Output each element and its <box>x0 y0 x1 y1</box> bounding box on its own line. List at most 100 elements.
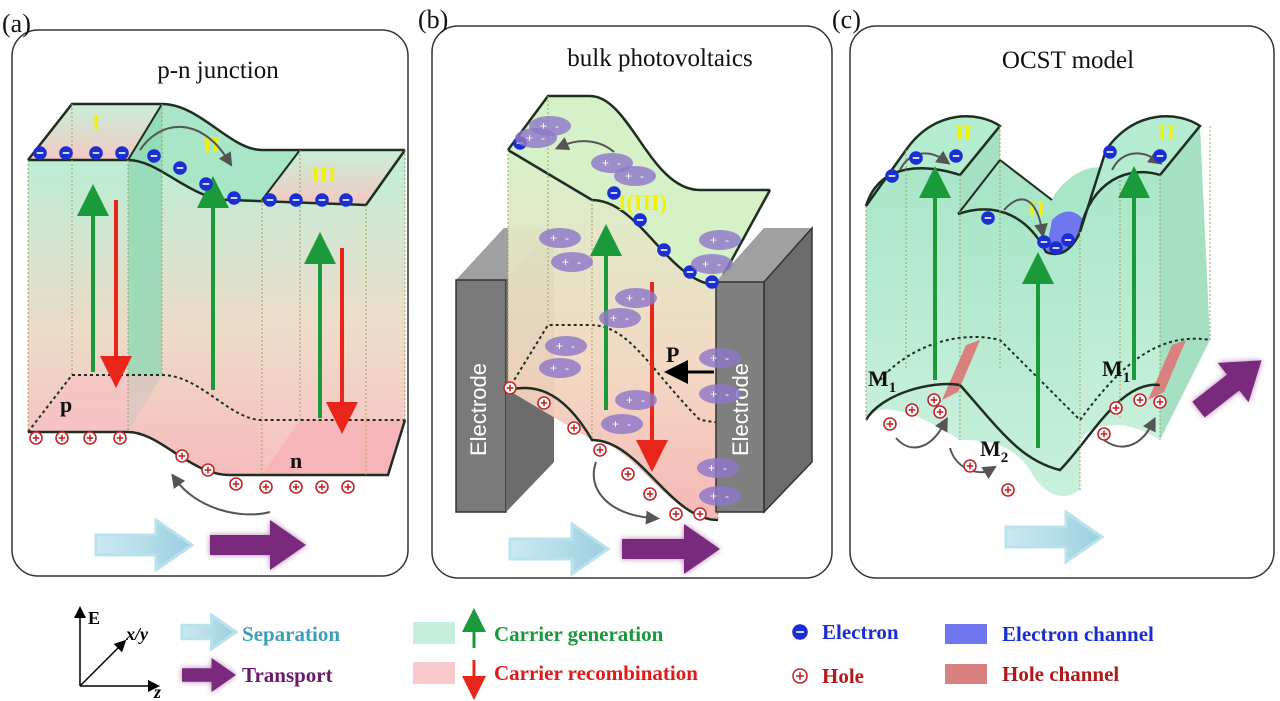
polarization-domain: +- <box>699 486 741 506</box>
polarization-domain: +- <box>699 384 741 404</box>
hole-symbol <box>1109 401 1123 415</box>
hole-symbol <box>593 443 607 457</box>
svg-text:-: - <box>627 417 631 431</box>
legend-electron-channel-swatch <box>945 624 987 644</box>
separation-arrow <box>180 612 239 652</box>
legend-recombination-label: Carrier recombination <box>494 661 698 685</box>
hole-transfer-arrow <box>592 461 660 525</box>
electron-symbol <box>705 275 719 289</box>
region-label-ii: II <box>1028 196 1045 221</box>
hole-symbol <box>259 480 273 494</box>
region-label-ii: II <box>955 120 972 145</box>
hole-symbol <box>83 431 97 445</box>
svg-text:-: - <box>571 339 575 353</box>
m1-label-right: M1 <box>1102 356 1130 386</box>
svg-text:-: - <box>725 351 729 365</box>
electron-symbol <box>949 149 963 163</box>
legend-generation-label: Carrier generation <box>494 622 664 646</box>
panel-b-label: (b) <box>418 5 448 34</box>
electron-symbol <box>981 211 995 225</box>
svg-text:-: - <box>723 461 727 475</box>
hole-symbol <box>1133 393 1147 407</box>
polarization-label: P <box>666 342 679 367</box>
polarization-domain: +- <box>515 128 557 148</box>
svg-text:+: + <box>710 351 717 365</box>
legend-generation-swatch <box>413 622 455 644</box>
electron-symbol <box>263 193 277 207</box>
polarization-domain: +- <box>539 358 581 378</box>
electron-transfer-arrow <box>1111 150 1163 171</box>
legend-hole-label: Hole <box>822 664 864 688</box>
band-top-right <box>262 150 405 205</box>
legend-electron-label: Electron <box>822 620 899 644</box>
p-region-label: p <box>60 392 72 417</box>
svg-text:-: - <box>640 169 644 183</box>
electron-symbol <box>147 149 161 163</box>
electron-symbol <box>199 177 213 191</box>
region-label-i: I <box>92 110 101 135</box>
legend: E x/y z Separation Transport Carrier gen… <box>74 606 1154 701</box>
svg-text:+: + <box>602 156 609 170</box>
electron-symbol <box>173 161 187 175</box>
hole-symbol <box>201 463 215 477</box>
region-label-ii: II <box>1158 120 1175 145</box>
axis-e-label: E <box>88 608 100 628</box>
hole-symbol <box>229 477 243 491</box>
electron-symbol <box>885 169 899 183</box>
polarization-domain: +- <box>699 348 741 368</box>
svg-text:-: - <box>717 257 721 271</box>
polarization-domain: +- <box>601 414 643 434</box>
svg-text:+: + <box>710 489 717 503</box>
electron-symbol <box>657 243 671 257</box>
m1-label-left: M1 <box>868 366 896 396</box>
electron-symbol <box>683 265 697 279</box>
electron-symbol <box>89 146 103 160</box>
legend-transport-label: Transport <box>242 663 333 687</box>
band-edges <box>127 103 301 201</box>
hole-symbol <box>567 421 581 435</box>
axis-z-label: z <box>153 682 161 701</box>
band-vertical-edges <box>507 96 719 520</box>
svg-text:+: + <box>625 169 632 183</box>
hole-symbol <box>289 480 303 494</box>
separation-arrow <box>1004 509 1105 565</box>
svg-text:-: - <box>725 489 729 503</box>
panel-a: (a) p-n junction I II III p n <box>2 9 409 577</box>
panel-a-title: p-n junction <box>157 57 279 84</box>
electron-transfer-arrow <box>139 125 233 167</box>
svg-text:+: + <box>610 311 617 325</box>
hole-symbol <box>315 480 329 494</box>
band-bottom-outline <box>507 386 719 522</box>
electron-symbol <box>1049 241 1063 255</box>
electron-symbol <box>909 151 923 165</box>
hole-symbol <box>905 403 919 417</box>
svg-text:-: - <box>641 291 645 305</box>
transport-arrow <box>622 524 720 574</box>
svg-text:-: - <box>565 231 569 245</box>
polarization-domain: +- <box>699 230 741 250</box>
electron-symbol <box>115 146 129 160</box>
svg-text:-: - <box>625 311 629 325</box>
polarization-domain: +- <box>591 153 633 173</box>
electron-symbol <box>59 146 73 160</box>
polarization-domain: +- <box>539 228 581 248</box>
electron-symbol <box>339 193 353 207</box>
hole-symbol <box>1001 483 1015 497</box>
panel-a-label: (a) <box>2 9 31 38</box>
hole-symbol <box>503 381 517 395</box>
legend-hole-channel-label: Hole channel <box>1002 662 1119 686</box>
electrode-left-label: Electrode <box>466 363 491 456</box>
band-side-middle <box>128 104 162 432</box>
transport-arrow <box>210 520 306 570</box>
fin-left-front <box>866 168 960 440</box>
legend-hole-channel-swatch <box>945 664 987 684</box>
polarization-domain: +- <box>697 458 739 478</box>
hole-symbol <box>341 480 355 494</box>
svg-text:-: - <box>725 387 729 401</box>
separation-arrow <box>508 521 611 577</box>
hole-symbol <box>1097 427 1111 441</box>
svg-text:+: + <box>526 131 533 145</box>
hole-symbol <box>175 449 189 463</box>
electron-symbol <box>1153 149 1167 163</box>
hole-symbol <box>883 417 897 431</box>
